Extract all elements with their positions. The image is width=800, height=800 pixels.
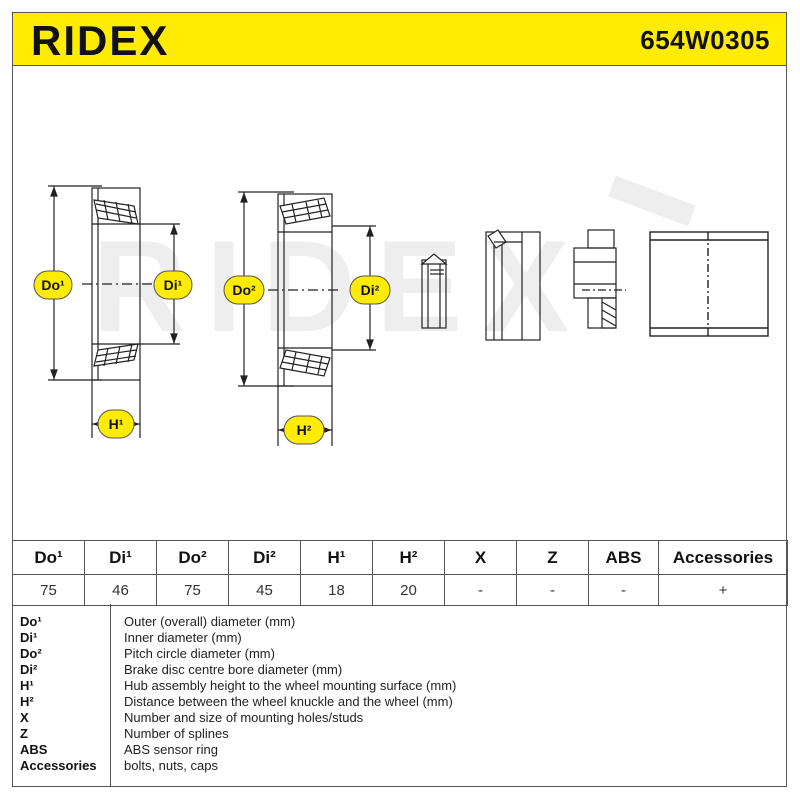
value-di2: 45 xyxy=(228,574,301,606)
value-do1: 75 xyxy=(12,574,85,606)
part-number: 654W0305 xyxy=(640,25,770,55)
legend-divider xyxy=(110,604,111,787)
nut-drawing xyxy=(573,229,626,329)
legend-code: H² xyxy=(20,694,34,709)
header-do1: Do¹ xyxy=(12,540,85,575)
value-do2: 75 xyxy=(156,574,229,606)
label-h2-text: H² xyxy=(297,422,312,438)
header-do2: Do² xyxy=(156,540,229,575)
ridex-logo: RIDEX xyxy=(31,17,169,63)
header-abs: ABS xyxy=(588,540,659,575)
header-z: Z xyxy=(516,540,589,575)
value-z: - xyxy=(516,574,589,606)
header-bar: RIDEX 654W0305 xyxy=(12,12,787,66)
header-accessories: Accessories xyxy=(658,540,788,575)
header-di2: Di² xyxy=(228,540,301,575)
value-di1: 46 xyxy=(84,574,157,606)
label-di2-text: Di² xyxy=(361,282,380,298)
value-x: - xyxy=(444,574,517,606)
legend-description: Inner diameter (mm) xyxy=(124,630,242,645)
legend-code: Do² xyxy=(20,646,42,661)
legend-description: Hub assembly height to the wheel mountin… xyxy=(124,678,457,693)
legend-description: Number of splines xyxy=(124,726,229,741)
spec-table-value-row: 75 46 75 45 18 20 - - - + xyxy=(12,574,788,606)
spec-table: Do¹ Di¹ Do² Di² H¹ H² X Z ABS Accessorie… xyxy=(12,540,788,606)
spec-table-header-row: Do¹ Di¹ Do² Di² H¹ H² X Z ABS Accessorie… xyxy=(12,540,788,575)
legend-description: Brake disc centre bore diameter (mm) xyxy=(124,662,343,677)
legend-description: bolts, nuts, caps xyxy=(124,758,218,773)
label-di1: Di¹ xyxy=(153,270,193,300)
legend-description: Outer (overall) diameter (mm) xyxy=(124,614,296,629)
legend-code: Z xyxy=(20,726,28,741)
legend-code: Accessories xyxy=(20,758,97,773)
value-abs: - xyxy=(588,574,659,606)
label-h2: H² xyxy=(283,415,325,445)
watermark-stroke xyxy=(608,175,696,227)
seal-drawing xyxy=(485,229,541,341)
header-h2: H² xyxy=(372,540,445,575)
technical-drawing: RIDEX xyxy=(33,175,769,446)
label-h1-text: H¹ xyxy=(109,416,124,432)
ridex-logo-text: RIDEX xyxy=(31,17,169,63)
header-di1: Di¹ xyxy=(84,540,157,575)
legend-description: Distance between the wheel knuckle and t… xyxy=(124,694,453,709)
bearing-1-drawing xyxy=(48,185,180,438)
label-do1-text: Do¹ xyxy=(41,277,65,293)
legend-description: Number and size of mounting holes/studs xyxy=(124,710,364,725)
value-accessories: + xyxy=(658,574,788,606)
seal-ring-drawing xyxy=(420,253,448,329)
legend-description: Pitch circle diameter (mm) xyxy=(124,646,275,661)
header-h1: H¹ xyxy=(300,540,373,575)
value-h1: 18 xyxy=(300,574,373,606)
label-di1-text: Di¹ xyxy=(164,277,183,293)
spacer-sleeve-drawing xyxy=(649,231,769,337)
legend-code: Di¹ xyxy=(20,630,38,645)
legend-code: H¹ xyxy=(20,678,34,693)
label-do2: Do² xyxy=(223,275,265,305)
legend-description: ABS sensor ring xyxy=(124,742,218,757)
legend-code: Di² xyxy=(20,662,38,677)
label-do1: Do¹ xyxy=(33,270,73,300)
label-do2-text: Do² xyxy=(232,282,256,298)
legend-code: ABS xyxy=(20,742,48,757)
header-x: X xyxy=(444,540,517,575)
legend-code: Do¹ xyxy=(20,614,42,629)
value-h2: 20 xyxy=(372,574,445,606)
label-h1: H¹ xyxy=(97,409,135,439)
label-di2: Di² xyxy=(349,275,391,305)
legend-box xyxy=(12,604,787,787)
legend-code: X xyxy=(20,710,29,725)
